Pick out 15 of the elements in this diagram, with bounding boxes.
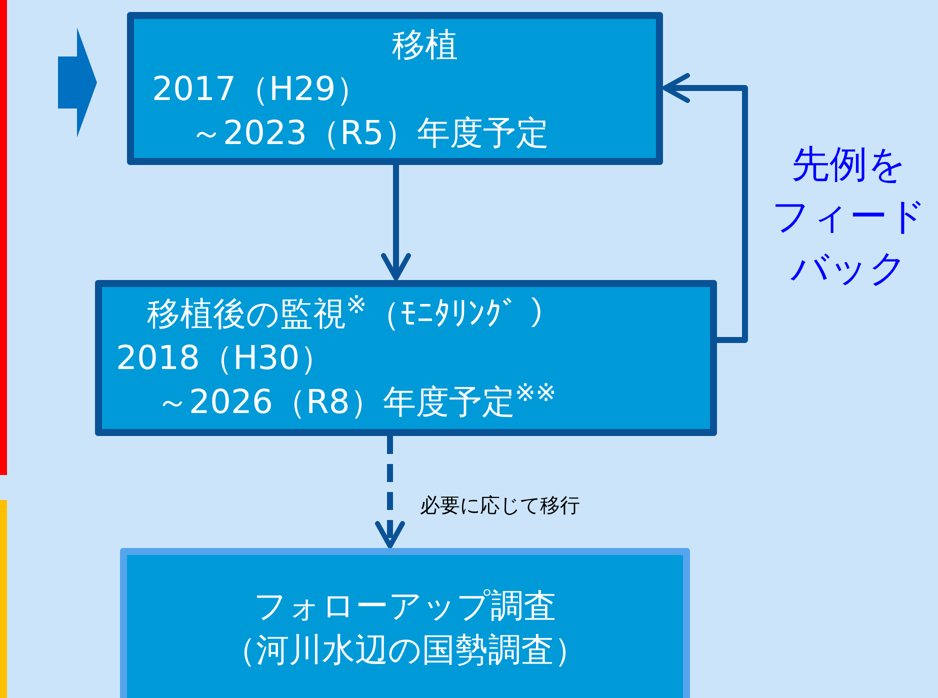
box-text: （河川水辺の国勢調査）: [223, 629, 587, 671]
process-box: [127, 12, 663, 165]
box-text: 移植後の監視$^{※}$（ﾓﾆﾀﾘﾝｸﾞ ）: [146, 292, 562, 335]
arrow: [381, 165, 411, 280]
box-text: フォローアップ調査: [254, 585, 556, 627]
box-text: ～2023（R5）年度予定: [189, 112, 549, 154]
arrow: [375, 436, 405, 548]
process-box: [95, 280, 717, 436]
box-text: 2018（H30）: [115, 337, 333, 379]
process-box: [120, 548, 690, 698]
box-text: 2017（H29）: [151, 68, 369, 110]
box-text: 移植: [391, 24, 458, 66]
arrow: [662, 73, 748, 343]
block-arrow: [58, 28, 97, 138]
box-text: ～2026（R8）年度予定$^{※※}$: [155, 380, 556, 423]
